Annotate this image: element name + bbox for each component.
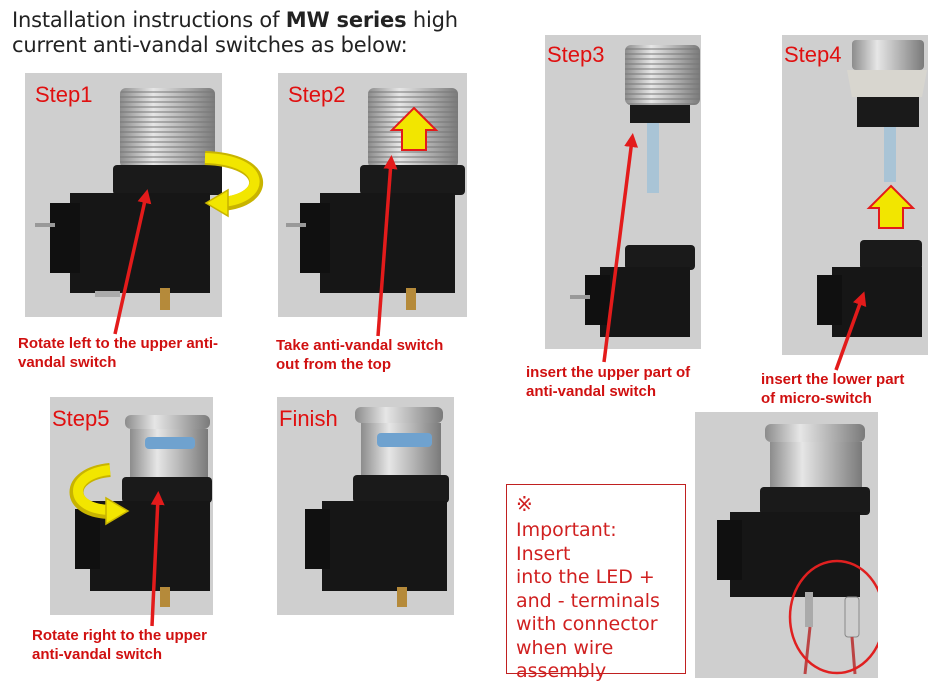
step4-photo: Step4 (782, 35, 928, 355)
step3-label: Step3 (547, 43, 605, 67)
wiring-photo (695, 412, 878, 678)
finish-label: Finish (279, 407, 338, 431)
switch-illustration (278, 73, 467, 317)
title-line2: current anti-vandal switches as below: (12, 33, 408, 57)
finish-photo: Finish (277, 397, 454, 615)
step1-label: Step1 (35, 83, 93, 107)
step2-label: Step2 (288, 83, 346, 107)
important-line: and - terminals (516, 590, 676, 614)
title-prefix: Installation instructions of (12, 8, 279, 32)
switch-illustration (545, 35, 701, 349)
step2-photo: Step2 (278, 73, 467, 317)
important-line: with connector (516, 613, 676, 637)
switch-illustration (782, 35, 928, 355)
step3-photo: Step3 (545, 35, 701, 349)
step5-photo: Step5 (50, 397, 213, 615)
step4-label: Step4 (784, 43, 842, 67)
switch-illustration (25, 73, 222, 317)
important-note: ※ Important: Insert into the LED + and -… (506, 484, 686, 674)
reference-mark-icon: ※ (516, 491, 676, 517)
page-title: Installation instructions of MW series h… (12, 8, 482, 58)
step1-photo: Step1 (25, 73, 222, 317)
title-series: MW series (286, 8, 407, 32)
highlight-circle (695, 412, 878, 678)
important-line: when wire (516, 637, 676, 661)
important-line: into the LED + (516, 566, 676, 590)
title-suffix: high (413, 8, 458, 32)
step1-caption: Rotate left to the upper anti-vandal swi… (18, 334, 258, 372)
important-line: assembly (516, 660, 676, 684)
step5-label: Step5 (52, 407, 110, 431)
important-line: Important: Insert (516, 519, 676, 566)
